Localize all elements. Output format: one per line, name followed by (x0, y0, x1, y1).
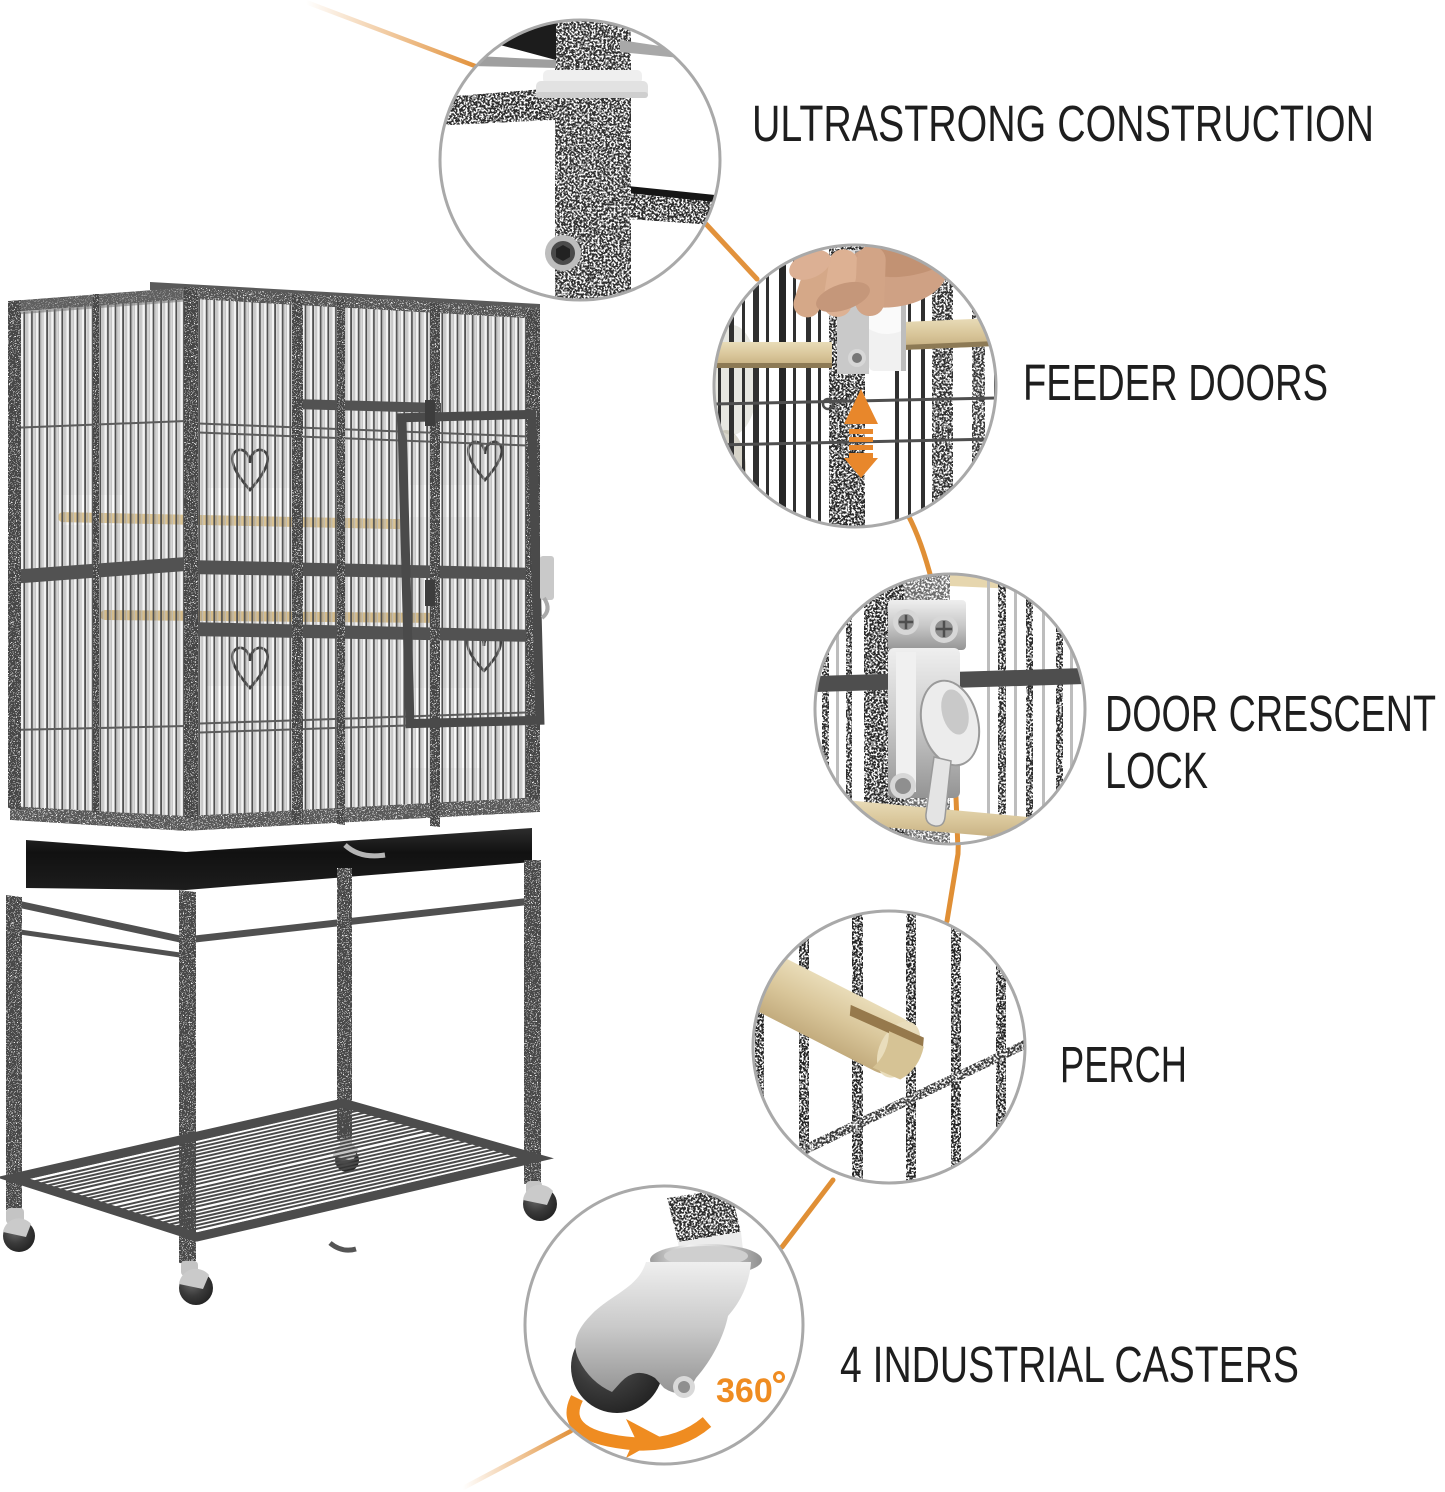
svg-text:LOCK: LOCK (1105, 742, 1208, 799)
svg-text:FEEDER DOORS: FEEDER DOORS (1023, 354, 1328, 411)
svg-text:PERCH: PERCH (1060, 1036, 1187, 1093)
svg-text:360: 360 (716, 1372, 773, 1410)
svg-text:4 INDUSTRIAL CASTERS: 4 INDUSTRIAL CASTERS (840, 1336, 1299, 1393)
svg-text:DOOR CRESCENT: DOOR CRESCENT (1105, 685, 1436, 742)
svg-text:ULTRASTRONG CONSTRUCTION: ULTRASTRONG CONSTRUCTION (752, 95, 1374, 152)
